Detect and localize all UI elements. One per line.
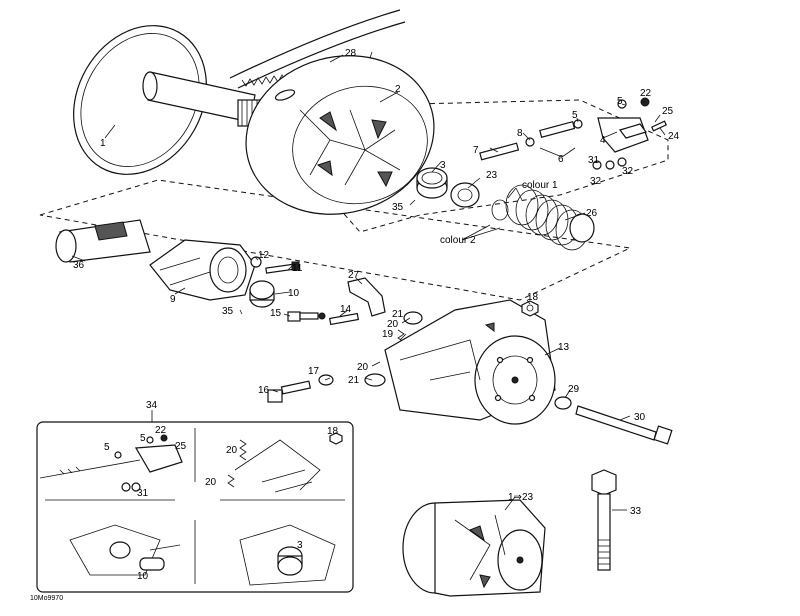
callout-33: 33 — [630, 506, 642, 517]
drawing-code: 10Mo9970 — [30, 595, 63, 602]
colour-2-label: colour 2 — [440, 235, 476, 246]
callout-20a: 20 — [387, 319, 399, 330]
callout-5b: 5 — [617, 96, 623, 107]
bolt-33 — [591, 469, 617, 571]
callout-20b: 20 — [357, 362, 369, 373]
washer-29 — [554, 396, 572, 410]
callout-27: 27 — [348, 270, 360, 281]
callout-22: 22 — [640, 88, 652, 99]
inset-callout-22: 22 — [155, 425, 167, 436]
callout-3: 3 — [440, 160, 446, 171]
governor-cup-13 — [384, 299, 556, 425]
callout-12: 12 — [258, 250, 270, 261]
callout-29: 29 — [568, 384, 580, 395]
callout-16: 16 — [258, 385, 270, 396]
colour-1-label: colour 1 — [522, 180, 558, 191]
fixed-sheave — [73, 25, 269, 175]
callout-21b: 21 — [348, 375, 360, 386]
callout-labels: 1 2 3 4 5 5 6 7 8 9 10 11 12 13 14 15 16… — [73, 48, 680, 517]
upper-assembly-frame — [248, 99, 669, 233]
inset-callout-5a: 5 — [140, 433, 146, 444]
inset-bushing-3-sketch — [239, 524, 336, 586]
callout-9: 9 — [170, 294, 176, 305]
inset-callout-31: 31 — [137, 488, 149, 499]
inset-callout-20a: 20 — [226, 445, 238, 456]
spring-26 — [491, 184, 595, 251]
callout-35a: 35 — [392, 202, 404, 213]
lever-27 — [347, 277, 386, 317]
assembly-sub-label: 1⇒23 — [508, 492, 534, 503]
middle-assembly-frame — [39, 179, 632, 301]
callout-2: 2 — [395, 84, 401, 95]
callout-17: 17 — [308, 366, 320, 377]
callout-36: 36 — [73, 260, 85, 271]
callout-15: 15 — [270, 308, 282, 319]
movable-sheave — [245, 55, 435, 215]
inset-spring-sketch — [227, 432, 343, 493]
callout-28: 28 — [345, 48, 357, 59]
pin-14 — [328, 312, 360, 326]
callout-26: 26 — [586, 208, 598, 219]
washer-12 — [250, 256, 262, 268]
callout-10: 10 — [288, 288, 300, 299]
callout-23: 23 — [486, 170, 498, 181]
roller-21-bottom — [364, 373, 386, 387]
inset-callout-10: 10 — [137, 571, 149, 582]
bolt-16 — [267, 380, 312, 403]
bolt-15 — [287, 311, 326, 322]
assembled-clutch — [402, 499, 546, 597]
ring-36 — [55, 219, 151, 263]
callout-19: 19 — [382, 329, 394, 340]
housing-9 — [149, 239, 256, 301]
callout-5a: 5 — [572, 110, 578, 121]
nut-18 — [521, 300, 539, 317]
bushing-10 — [249, 280, 275, 308]
inset-callout-3: 3 — [297, 540, 303, 551]
callout-32a: 32 — [590, 176, 602, 187]
bushing-3 — [416, 167, 448, 199]
callout-14: 14 — [340, 304, 352, 315]
callout-18: 18 — [527, 292, 539, 303]
callout-35b: 35 — [222, 306, 234, 317]
inset-callout-5b: 5 — [104, 442, 110, 453]
callout-31: 31 — [588, 155, 600, 166]
callout-1: 1 — [100, 138, 106, 149]
inset-bushing-10-sketch — [69, 524, 181, 576]
bolt-11 — [265, 261, 300, 274]
callout-8: 8 — [517, 128, 523, 139]
callout-30: 30 — [634, 412, 646, 423]
callout-11: 11 — [292, 263, 303, 274]
callout-4: 4 — [600, 135, 606, 146]
callout-21a: 21 — [392, 309, 404, 320]
callout-34: 34 — [146, 400, 158, 411]
roller-21-top — [403, 311, 423, 325]
bolt-30 — [575, 405, 673, 445]
callout-7: 7 — [473, 145, 479, 156]
leader-lines — [71, 51, 666, 511]
callout-6: 6 — [558, 154, 564, 165]
callout-13: 13 — [558, 342, 570, 353]
callout-32b: 32 — [622, 166, 634, 177]
seal-23 — [450, 182, 480, 208]
callout-25: 25 — [662, 106, 674, 117]
inset-callout-18: 18 — [327, 426, 339, 437]
inset-callout-labels: 22 5 5 25 31 20 20 18 3 10 — [104, 425, 339, 582]
inset-callout-20b: 20 — [205, 477, 217, 488]
lever-assembly — [479, 97, 667, 170]
inset-callout-25: 25 — [175, 441, 187, 452]
inset-lever-sketch — [39, 434, 183, 492]
callout-24: 24 — [668, 131, 680, 142]
